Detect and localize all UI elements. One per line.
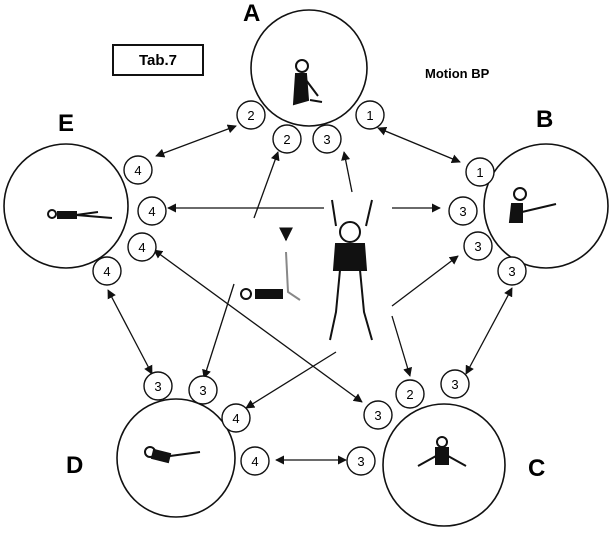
step-badge-b1: 1 [465, 157, 495, 187]
figure-a-seated [292, 59, 323, 106]
step-badges: 2 2 3 1 1 3 3 3 4 4 4 4 3 3 4 4 3 2 3 3 [92, 100, 527, 476]
step-badge-d3: 3 [143, 371, 173, 401]
tab-label: Tab.7 [112, 44, 204, 76]
step-badge-c3b: 3 [440, 369, 470, 399]
position-circle-d [116, 398, 236, 518]
step-badge-circle [236, 100, 266, 130]
position-circle-b [483, 143, 609, 269]
step-badge-circle [123, 155, 153, 185]
step-badge-a2b: 2 [272, 124, 302, 154]
step-badge-d4: 4 [221, 403, 251, 433]
position-circle-e [3, 143, 129, 269]
figure-c-straddle [417, 436, 467, 467]
step-badge-number: 3 [357, 454, 364, 469]
step-badge-number: 4 [148, 204, 155, 219]
step-badge-number: 4 [232, 411, 239, 426]
step-badge-d3b: 3 [188, 375, 218, 405]
step-badge-circle [463, 231, 493, 261]
step-badge-c3: 3 [363, 400, 393, 430]
step-badge-number: 1 [476, 165, 483, 180]
position-label-b: B [536, 106, 554, 133]
step-badge-e4: 4 [123, 155, 153, 185]
figure-d-prone [144, 446, 201, 464]
step-badge-number: 3 [451, 377, 458, 392]
step-badge-number: 4 [138, 240, 145, 255]
step-badge-circle [92, 256, 122, 286]
step-badge-number: 2 [247, 108, 254, 123]
step-badge-number: 3 [474, 239, 481, 254]
figure-e-lying [47, 209, 113, 219]
step-badge-circle [137, 196, 167, 226]
step-badge-b3b: 3 [463, 231, 493, 261]
step-badge-number: 3 [374, 408, 381, 423]
step-badge-circle [363, 400, 393, 430]
step-badge-circle [465, 157, 495, 187]
step-badge-a3: 3 [312, 124, 342, 154]
step-badge-number: 1 [366, 108, 373, 123]
step-badge-number: 3 [508, 264, 515, 279]
step-badge-circle [221, 403, 251, 433]
step-badge-number: 2 [283, 132, 290, 147]
step-badge-number: 2 [406, 387, 413, 402]
step-badge-circle [497, 256, 527, 286]
step-badge-circle [355, 100, 385, 130]
step-badge-number: 4 [103, 264, 110, 279]
step-badge-number: 3 [154, 379, 161, 394]
step-badge-number: 4 [134, 163, 141, 178]
step-badge-b3: 3 [448, 196, 478, 226]
figure-center-standing [329, 199, 373, 341]
figure-b-stretch [508, 187, 557, 223]
position-circle-a [250, 9, 368, 127]
position-circle-c [382, 403, 506, 527]
position-label-c: C [528, 455, 546, 482]
step-badge-d4b: 4 [240, 446, 270, 476]
position-label-a: A [243, 0, 261, 27]
diagram-subtitle: Motion BP [425, 66, 490, 81]
step-badge-number: 3 [199, 383, 206, 398]
step-badge-e4b: 4 [137, 196, 167, 226]
step-badge-a2: 2 [236, 100, 266, 130]
step-badge-circle [272, 124, 302, 154]
step-badge-circle [127, 232, 157, 262]
step-badge-circle [240, 446, 270, 476]
step-badge-circle [440, 369, 470, 399]
step-badge-number: 3 [323, 132, 330, 147]
step-badge-e4c: 4 [127, 232, 157, 262]
step-badge-number: 4 [251, 454, 258, 469]
position-label-d: D [66, 452, 84, 479]
arrows [107, 124, 513, 465]
step-badge-circle [395, 379, 425, 409]
figure-center-lying [240, 227, 301, 301]
step-badge-circle [312, 124, 342, 154]
step-badge-c3c: 3 [346, 446, 376, 476]
step-badge-number: 3 [459, 204, 466, 219]
step-badge-a1: 1 [355, 100, 385, 130]
step-badge-b3c: 3 [497, 256, 527, 286]
step-badge-c2: 2 [395, 379, 425, 409]
step-badge-e4d: 4 [92, 256, 122, 286]
position-label-e: E [58, 110, 75, 137]
step-badge-circle [143, 371, 173, 401]
step-badge-circle [346, 446, 376, 476]
step-badge-circle [188, 375, 218, 405]
step-badge-circle [448, 196, 478, 226]
